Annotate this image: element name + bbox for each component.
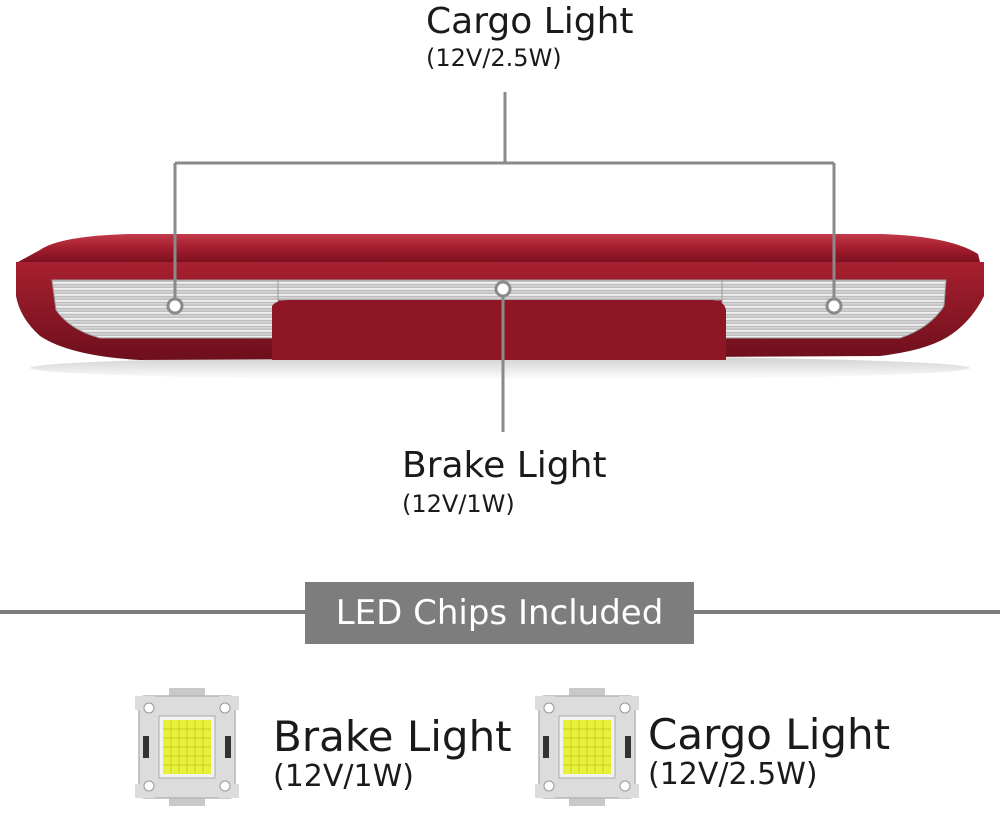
cargo-callout-top: Cargo Light (12V/2.5W) (426, 1, 634, 73)
banner-divider-right (694, 610, 1000, 614)
cargo-led-chip-image (535, 688, 639, 806)
banner-divider-left (0, 610, 305, 614)
brake-callout-middle: Brake Light (12V/1W) (402, 445, 607, 519)
leader-lines (173, 92, 836, 432)
leader-dots (166, 280, 843, 315)
brake-chip-spec: (12V/1W) (273, 759, 414, 794)
brake-callout-spec: (12V/1W) (402, 490, 515, 518)
cargo-callout-spec: (12V/2.5W) (426, 44, 562, 72)
left-cargo-lens (51, 279, 279, 339)
brake-callout-title: Brake Light (402, 445, 607, 486)
cargo-chip-title: Cargo Light (648, 710, 891, 759)
center-red-panel (272, 300, 726, 360)
brake-chip-caption: Brake Light (12V/1W) (273, 714, 512, 794)
third-brake-light-image (16, 92, 984, 432)
cargo-chip-spec: (12V/2.5W) (648, 757, 818, 792)
led-chips-banner: LED Chips Included (305, 582, 694, 644)
housing-shadow (30, 356, 970, 380)
housing-top (18, 234, 980, 262)
cargo-callout-title: Cargo Light (426, 1, 634, 42)
brake-chip-title: Brake Light (273, 712, 512, 761)
cargo-chip-caption: Cargo Light (12V/2.5W) (648, 712, 890, 792)
brake-led-chip-image (135, 688, 239, 806)
